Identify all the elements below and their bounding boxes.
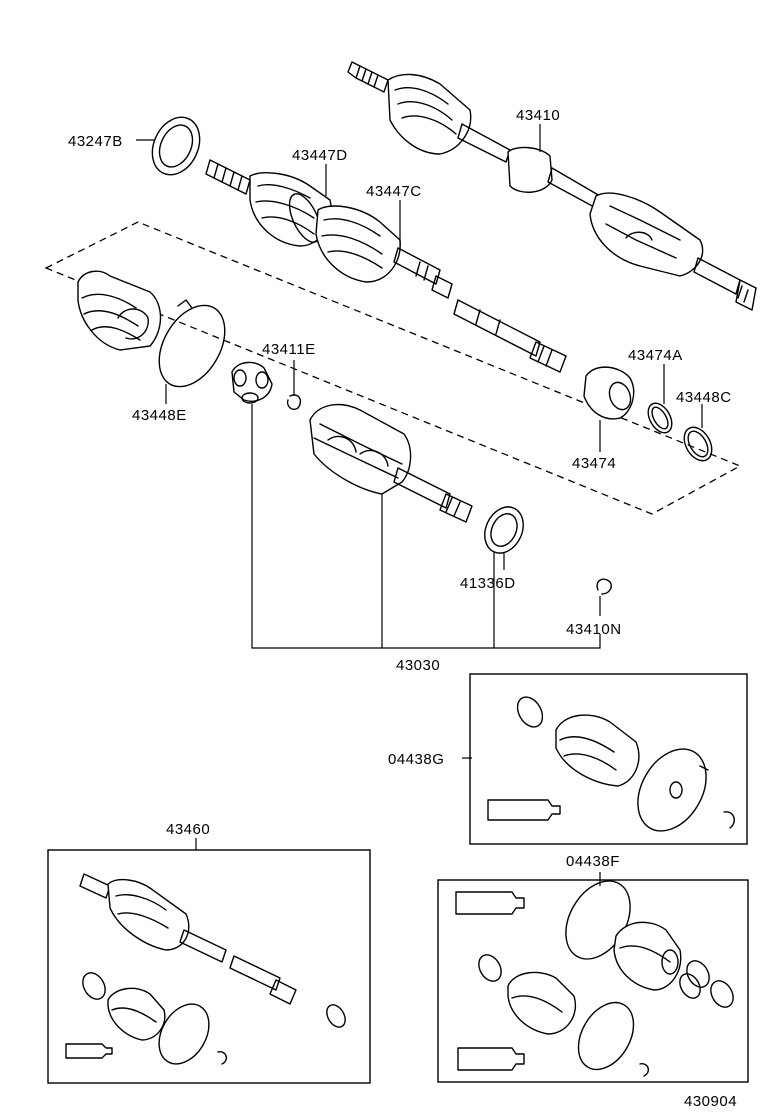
label-43030[interactable]: 43030 bbox=[396, 657, 440, 674]
clamp-43448E[interactable] bbox=[146, 294, 238, 398]
outer-joint-housing[interactable] bbox=[309, 403, 473, 523]
label-43448E[interactable]: 43448E bbox=[132, 407, 187, 424]
diagram-code: 430904 bbox=[684, 1093, 737, 1110]
label-43410N[interactable]: 43410N bbox=[566, 621, 622, 638]
kit-box-43460 bbox=[47, 849, 371, 1084]
label-43447C[interactable]: 43447C bbox=[366, 183, 422, 200]
drive-shaft-inner[interactable] bbox=[205, 159, 567, 373]
tripod-43411E[interactable] bbox=[231, 361, 273, 404]
clamp-43448C[interactable] bbox=[679, 422, 718, 465]
ring-41336D[interactable] bbox=[478, 501, 531, 560]
boot-43448E[interactable] bbox=[77, 270, 162, 351]
kit-outline bbox=[44, 221, 742, 515]
kit-box-04438G bbox=[469, 673, 748, 845]
label-43447D[interactable]: 43447D bbox=[292, 147, 348, 164]
snap-ring-43410N[interactable] bbox=[596, 578, 612, 595]
label-43247B[interactable]: 43247B bbox=[68, 133, 123, 150]
kit-04438F-parts[interactable] bbox=[455, 870, 738, 1080]
label-04438G[interactable]: 04438G bbox=[388, 751, 444, 768]
kit-43460-parts[interactable] bbox=[65, 873, 349, 1073]
drive-shaft-43410[interactable] bbox=[347, 61, 757, 311]
label-41336D[interactable]: 41336D bbox=[460, 575, 516, 592]
label-43448C[interactable]: 43448C bbox=[676, 389, 732, 406]
damper-43474[interactable] bbox=[583, 366, 635, 420]
label-43410[interactable]: 43410 bbox=[516, 107, 560, 124]
snap-ring-43411E[interactable] bbox=[286, 394, 302, 410]
label-43474A[interactable]: 43474A bbox=[628, 347, 683, 364]
label-43460[interactable]: 43460 bbox=[166, 821, 210, 838]
kit-04438G-parts[interactable] bbox=[487, 693, 735, 843]
label-04438F[interactable]: 04438F bbox=[566, 853, 620, 870]
leader-lines bbox=[136, 124, 703, 886]
label-43411E[interactable]: 43411E bbox=[262, 341, 316, 358]
label-43474[interactable]: 43474 bbox=[572, 455, 616, 472]
ring-43247B[interactable] bbox=[143, 110, 208, 183]
part-labels: 43410 43247B 43447D 43447C 43411E 43448E… bbox=[68, 107, 737, 1110]
clamp-43474A[interactable] bbox=[643, 399, 676, 437]
kit-box-04438F bbox=[437, 879, 749, 1083]
